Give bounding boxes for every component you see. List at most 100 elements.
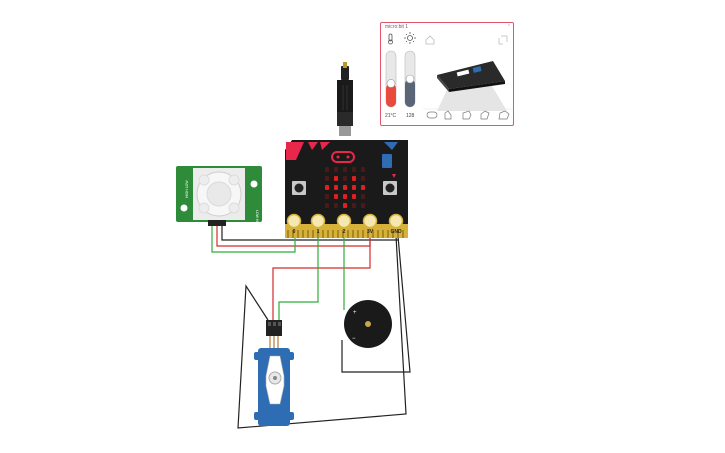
ble-icon	[384, 142, 398, 150]
led-r0c1	[334, 167, 338, 172]
led-r2c1	[334, 185, 338, 190]
pin-1[interactable]: 1	[310, 213, 326, 236]
pin-3v[interactable]: 3V	[362, 213, 378, 236]
buzzer-plus-label: +	[353, 310, 357, 316]
led-r3c4	[361, 194, 365, 199]
light-icon	[404, 32, 416, 44]
usb-cable[interactable]	[337, 62, 353, 136]
led-r3c2	[343, 194, 347, 199]
led-r4c2	[343, 203, 347, 208]
temperature-readout: 21°C	[385, 113, 397, 119]
close-icon[interactable]: ▫	[507, 23, 510, 29]
pin-label: 2	[343, 229, 346, 235]
rotate-icon[interactable]	[498, 35, 508, 45]
mount-hole-right	[250, 180, 258, 188]
edge-tooth	[337, 230, 339, 238]
edge-tooth	[352, 230, 354, 238]
wire-servo-power[interactable]	[272, 232, 371, 320]
pir-sensor[interactable]: HIGH LOW LOW HIGH	[176, 166, 262, 228]
led-r4c1	[334, 203, 338, 208]
edge-tooth	[382, 230, 384, 238]
board-3d-preview[interactable]	[437, 61, 507, 111]
shake-icon[interactable]	[444, 110, 452, 120]
led-r2c4	[361, 185, 365, 190]
accent-top	[308, 142, 318, 150]
simulator-panel[interactable]: micro:bit 1 ▫	[380, 22, 514, 126]
edge-tooth	[312, 230, 314, 238]
edge-tooth	[342, 230, 344, 238]
led-r3c0	[325, 194, 329, 199]
led-r2c3	[352, 185, 356, 190]
touch-logo[interactable]	[331, 151, 355, 163]
led-r0c2	[343, 167, 347, 172]
pin-2[interactable]: 2	[336, 213, 352, 236]
servo-motor[interactable]	[254, 320, 294, 426]
logo-touch-icon[interactable]	[426, 111, 438, 119]
buzzer-minus-label: −	[352, 336, 356, 342]
edge-tooth	[302, 230, 304, 238]
home-icon[interactable]	[425, 35, 435, 45]
piezo-buzzer[interactable]: + −	[344, 300, 392, 348]
accent-right	[392, 174, 396, 178]
led-r2c2	[343, 185, 347, 190]
edge-tooth	[332, 230, 334, 238]
led-r0c3	[352, 167, 356, 172]
edge-tooth	[357, 230, 359, 238]
pir-header	[208, 220, 226, 226]
accent-top-left	[286, 142, 304, 160]
pin-0[interactable]: 0	[286, 213, 302, 236]
edge-tooth	[347, 230, 349, 238]
wire-pir-out[interactable]	[211, 225, 296, 253]
led-r3c1	[334, 194, 338, 199]
led-r1c2	[343, 176, 347, 181]
pin-label: 0	[293, 229, 296, 235]
led-r2c0	[325, 185, 329, 190]
pin-gnd[interactable]: GND	[388, 213, 404, 236]
edge-tooth	[402, 230, 404, 238]
led-r4c3	[352, 203, 356, 208]
wires	[211, 225, 411, 429]
panel-title: micro:bit 1	[385, 24, 409, 30]
led-r1c1	[334, 176, 338, 181]
pir-label-left: HIGH LOW	[185, 180, 189, 198]
edge-tooth	[367, 230, 369, 238]
edge-tooth	[327, 230, 329, 238]
temperature-slider[interactable]	[385, 50, 397, 108]
edge-tooth	[397, 230, 399, 238]
light-slider[interactable]	[404, 50, 416, 108]
button-b[interactable]	[383, 181, 397, 195]
status-led	[382, 154, 392, 168]
panel-graphics	[385, 32, 513, 120]
wire-buzzer-gnd[interactable]	[341, 235, 411, 373]
wire-pir-gnd[interactable]	[221, 225, 398, 241]
edge-tooth	[292, 230, 294, 238]
microbit-board[interactable]: 0 1 2 3V GND	[285, 140, 408, 238]
button-a[interactable]	[292, 181, 306, 195]
led-r0c4	[361, 167, 365, 172]
accent-top-2	[320, 142, 330, 150]
wire-servo-gnd[interactable]	[237, 235, 407, 429]
edge-tooth	[317, 230, 319, 238]
led-r1c4	[361, 176, 365, 181]
edge-tooth	[387, 230, 389, 238]
pin-label: 1	[317, 229, 320, 235]
edge-tooth	[297, 230, 299, 238]
led-r4c4	[361, 203, 365, 208]
tilt-right-icon[interactable]	[480, 110, 490, 120]
mount-hole-left	[180, 204, 188, 212]
wire-servo-signal[interactable]	[278, 232, 319, 320]
led-matrix	[325, 167, 365, 208]
edge-tooth	[372, 230, 374, 238]
edge-tooth	[392, 230, 394, 238]
edge-tooth	[322, 230, 324, 238]
light-readout: 128	[406, 113, 415, 119]
led-r0c0	[325, 167, 329, 172]
edge-tooth	[377, 230, 379, 238]
edge-tooth	[287, 230, 289, 238]
pin-label: GND	[390, 229, 402, 235]
tilt-left-icon[interactable]	[462, 110, 472, 120]
freefall-icon[interactable]	[498, 110, 510, 120]
led-r1c3	[352, 176, 356, 181]
led-r4c0	[325, 203, 329, 208]
